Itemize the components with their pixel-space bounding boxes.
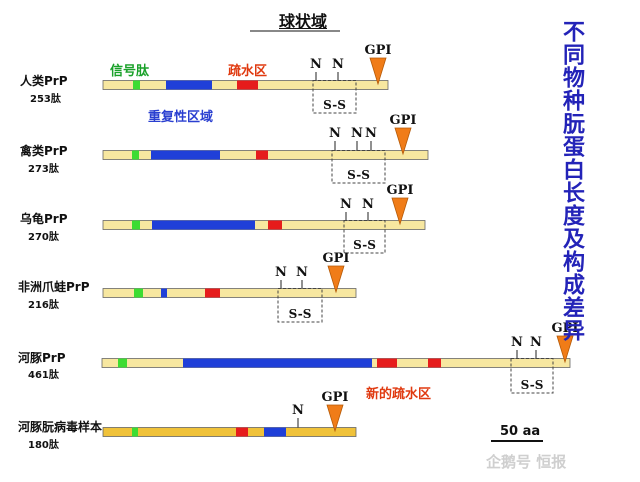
species-length-bird: 273肽 xyxy=(28,164,59,175)
protein-domain-segment xyxy=(118,358,127,368)
protein-domain-segment xyxy=(166,80,212,90)
gpi-anchor-label: GPI xyxy=(323,251,350,266)
protein-domain-segment xyxy=(256,150,268,160)
species-name-turtle: 乌龟PrP xyxy=(20,212,68,226)
legend-new-hydrophobic-region: 新的疏水区 xyxy=(366,387,432,402)
protein-domain-segment xyxy=(133,80,140,90)
species-length-turtle: 270肽 xyxy=(28,232,59,243)
protein-domain-segment xyxy=(377,358,397,368)
species-name-frog: 非洲爪蛙PrP xyxy=(18,280,90,294)
watermark-text: 企鹅号 恒报 xyxy=(486,453,567,471)
legend-hydrophobic-region: 疏水区 xyxy=(228,64,268,79)
gpi-anchor-label: GPI xyxy=(322,390,349,405)
gpi-anchor-label: GPI xyxy=(387,183,414,198)
glycosylation-site-label: N xyxy=(530,335,542,350)
species-name-pufferfish-prion-like: 河豚朊病毒样本 xyxy=(18,420,103,434)
disulfide-bond-label: S-S xyxy=(323,98,346,112)
protein-domain-segment xyxy=(268,220,282,230)
disulfide-bond-label: S-S xyxy=(521,378,544,392)
glycosylation-site-label: N xyxy=(292,403,304,418)
protein-domain-segment xyxy=(152,220,255,230)
gpi-anchor-triangle xyxy=(391,197,409,226)
protein-domain-segment xyxy=(134,288,143,298)
protein-domain-segment xyxy=(161,288,167,298)
disulfide-bond-box xyxy=(343,220,386,254)
side-caption: 不同物种朊蛋白长度及构成差异 xyxy=(559,20,584,342)
gpi-anchor-label: GPI xyxy=(365,43,392,58)
protein-domain-segment xyxy=(132,150,139,160)
legend-repeat-region: 重复性区域 xyxy=(148,110,214,125)
gpi-anchor-triangle xyxy=(556,335,574,364)
glycosylation-site-label: N xyxy=(351,126,363,141)
glycosylation-site-label: N xyxy=(332,57,344,72)
disulfide-bond-label: S-S xyxy=(289,307,312,321)
disulfide-bond-label: S-S xyxy=(347,168,370,182)
glycosylation-site-label: N xyxy=(329,126,341,141)
species-name-human: 人类PrP xyxy=(20,74,68,88)
protein-domain-segment xyxy=(205,288,220,298)
protein-bar xyxy=(102,220,426,230)
protein-domain-segment xyxy=(151,150,220,160)
diagram-title: 球状域 xyxy=(279,12,328,31)
protein-bar xyxy=(102,427,357,437)
protein-domain-segment xyxy=(264,427,286,437)
protein-domain-segment xyxy=(236,427,248,437)
protein-domain-segment xyxy=(183,358,372,368)
protein-domain-segment xyxy=(132,220,140,230)
disulfide-bond-label: S-S xyxy=(353,238,376,252)
gpi-anchor-triangle xyxy=(326,404,344,433)
glycosylation-site-label: N xyxy=(365,126,377,141)
glycosylation-site-label: N xyxy=(362,197,374,212)
glycosylation-site-label: N xyxy=(511,335,523,350)
species-length-pufferfish: 461肽 xyxy=(28,370,59,381)
protein-domain-segment xyxy=(237,80,258,90)
disulfide-bond-box xyxy=(510,358,554,394)
disulfide-bond-box xyxy=(277,288,323,323)
glycosylation-site-label: N xyxy=(310,57,322,72)
glycosylation-site-label: N xyxy=(296,265,308,280)
protein-bar xyxy=(102,288,357,298)
disulfide-bond-box xyxy=(312,80,357,114)
species-length-human: 253肽 xyxy=(30,94,61,105)
legend-signal-peptide: 信号肽 xyxy=(110,64,150,79)
species-length-pufferfish-prion-like: 180肽 xyxy=(28,440,59,451)
species-name-pufferfish: 河豚PrP xyxy=(18,351,66,365)
gpi-anchor-triangle xyxy=(394,127,412,156)
scale-bar-label: 50 aa xyxy=(500,424,541,439)
gpi-anchor-label: GPI xyxy=(390,113,417,128)
disulfide-bond-box xyxy=(331,150,386,184)
gpi-anchor-label: GPI xyxy=(552,321,579,336)
gpi-anchor-triangle xyxy=(369,57,387,86)
glycosylation-site-label: N xyxy=(275,265,287,280)
species-length-frog: 216肽 xyxy=(28,300,59,311)
glycosylation-site-label: N xyxy=(340,197,352,212)
protein-domain-segment xyxy=(428,358,441,368)
protein-domain-segment xyxy=(132,427,138,437)
gpi-anchor-triangle xyxy=(327,265,345,294)
species-name-bird: 禽类PrP xyxy=(20,144,68,158)
